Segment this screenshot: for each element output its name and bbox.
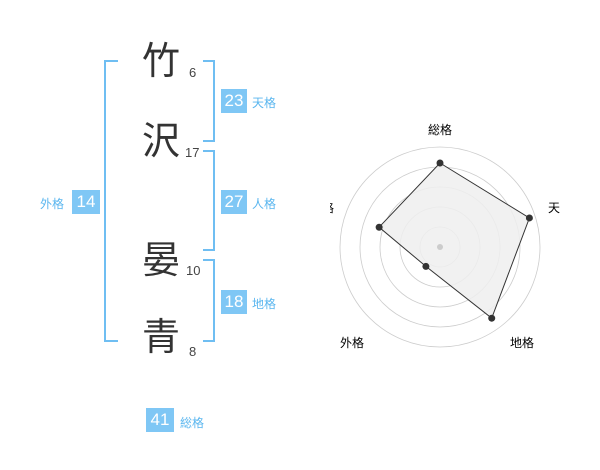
gaikaku-label: 外格 bbox=[40, 197, 65, 211]
gaikaku-value: 14 bbox=[72, 190, 100, 214]
tenkaku-value: 23 bbox=[221, 89, 247, 113]
name-char-2: 沢 bbox=[142, 119, 181, 163]
radar-point-2 bbox=[525, 214, 533, 222]
chikaku-bracket bbox=[203, 259, 215, 342]
stroke-count-2: 17 bbox=[185, 145, 200, 160]
stroke-count-1: 6 bbox=[189, 65, 197, 80]
jinkaku-label: 人格 bbox=[252, 197, 277, 211]
radar-points bbox=[375, 159, 533, 322]
radar-area bbox=[378, 162, 531, 320]
chikaku-value: 18 bbox=[221, 290, 247, 314]
jinkaku-bracket bbox=[203, 150, 215, 251]
gaikaku-bracket bbox=[104, 60, 118, 342]
soukaku-value: 41 bbox=[146, 408, 174, 432]
tenkaku-label: 天格 bbox=[252, 96, 277, 110]
name-char-3: 晏 bbox=[142, 238, 181, 282]
radar-point-5 bbox=[375, 223, 383, 231]
radar-axis-label-chikaku: 地格 bbox=[510, 335, 534, 350]
radar-ring bbox=[339, 146, 541, 348]
soukaku-label: 総格 bbox=[180, 416, 205, 430]
name-char-4: 青 bbox=[142, 315, 181, 359]
radar-axis-label-gaikaku: 外格 bbox=[340, 335, 364, 350]
radar-point-4 bbox=[422, 262, 430, 270]
tenkaku-bracket bbox=[203, 60, 215, 142]
radar-center bbox=[437, 244, 443, 250]
radar-point-3 bbox=[488, 314, 496, 322]
jinkaku-value: 27 bbox=[221, 190, 247, 214]
radar-point-1 bbox=[436, 159, 444, 167]
radar-axis-label-tenkaku: 天格 bbox=[548, 200, 560, 215]
radar-axis-label-jinkaku: 人格 bbox=[330, 200, 334, 215]
radar-chart: 総格 天格 地格 外格 人格 bbox=[330, 122, 560, 350]
radar-axis-label-soukaku: 総格 bbox=[428, 122, 452, 137]
stroke-count-4: 8 bbox=[189, 344, 197, 359]
stroke-count-3: 10 bbox=[186, 263, 201, 278]
name-char-1: 竹 bbox=[142, 39, 181, 83]
chikaku-label: 地格 bbox=[252, 297, 277, 311]
